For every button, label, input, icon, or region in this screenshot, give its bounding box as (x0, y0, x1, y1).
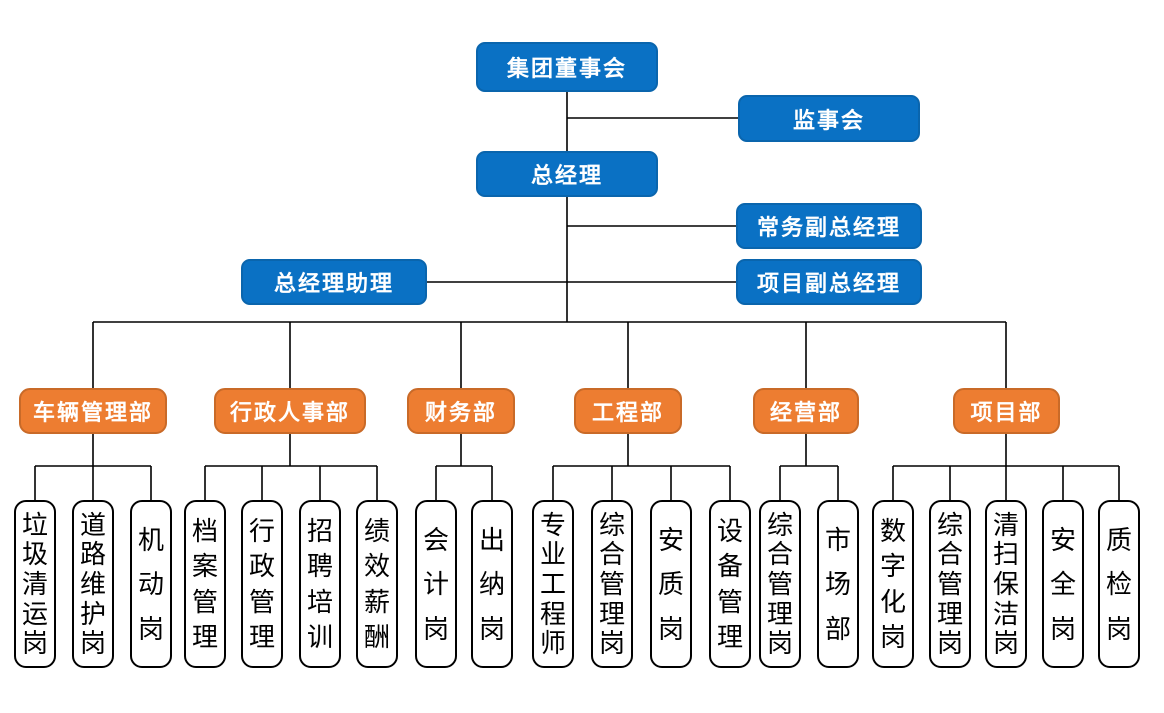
dept-project: 项目部 (953, 388, 1060, 434)
node-supervisory-board: 监事会 (738, 95, 920, 142)
position-box: 专业工程师 (532, 500, 574, 668)
node-board-of-directors: 集团董事会 (476, 42, 658, 92)
node-executive-deputy-gm: 常务副总经理 (736, 203, 922, 249)
dept-finance: 财务部 (407, 388, 515, 434)
position-box: 行政管理 (241, 500, 283, 668)
position-box: 安质岗 (650, 500, 692, 668)
position-box: 出纳岗 (471, 500, 513, 668)
dept-admin-hr: 行政人事部 (214, 388, 366, 434)
position-box: 数字化岗 (872, 500, 914, 668)
dept-engineering: 工程部 (574, 388, 682, 434)
position-box: 综合管理岗 (929, 500, 971, 668)
position-box: 安全岗 (1042, 500, 1084, 668)
dept-operations: 经营部 (753, 388, 859, 434)
position-box: 会计岗 (415, 500, 457, 668)
position-box: 综合管理岗 (591, 500, 633, 668)
position-box: 招聘培训 (299, 500, 341, 668)
position-box: 机动岗 (130, 500, 172, 668)
position-box: 垃圾清运岗 (14, 500, 56, 668)
position-box: 质检岗 (1098, 500, 1140, 668)
node-project-deputy-gm: 项目副总经理 (736, 259, 922, 305)
position-box: 绩效薪酬 (356, 500, 398, 668)
position-box: 清扫保洁岗 (985, 500, 1027, 668)
position-box: 设备管理 (709, 500, 751, 668)
position-box: 市场部 (817, 500, 859, 668)
node-general-manager: 总经理 (476, 151, 658, 197)
position-box: 道路维护岗 (72, 500, 114, 668)
dept-vehicle-management: 车辆管理部 (19, 388, 167, 434)
node-gm-assistant: 总经理助理 (241, 259, 427, 305)
position-box: 综合管理岗 (759, 500, 801, 668)
position-box: 档案管理 (184, 500, 226, 668)
